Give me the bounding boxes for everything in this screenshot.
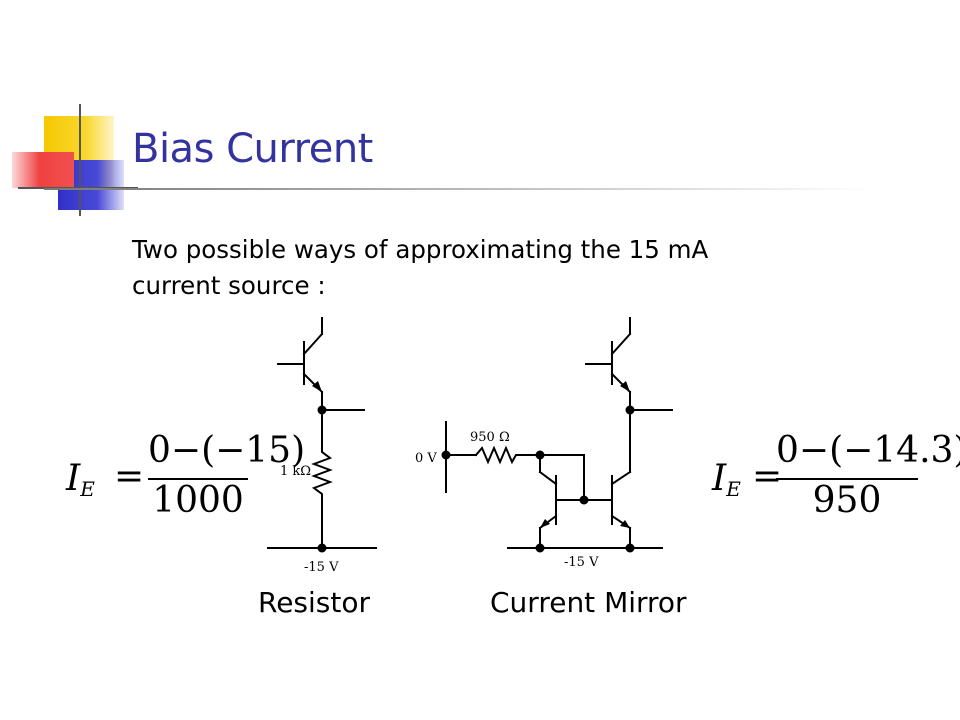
equals-sign: =	[752, 456, 783, 497]
transistor-q3	[610, 470, 632, 549]
resistor-1k	[311, 443, 333, 549]
fraction-bar	[148, 478, 248, 480]
equation-denominator: 1000	[152, 480, 244, 521]
resistor-950	[474, 445, 541, 465]
transistor-q2	[538, 470, 558, 549]
body-line-2: current source :	[132, 271, 326, 300]
equation-lhs: IE	[66, 458, 95, 501]
resistor-circuit	[267, 317, 377, 549]
transistor-top	[585, 317, 632, 473]
deco-red-square	[12, 152, 74, 188]
body-line-1: Two possible ways of approximating the 1…	[132, 235, 709, 264]
fraction-bar	[776, 478, 918, 480]
deco-vertical-line	[79, 104, 81, 216]
equation-denominator: 950	[812, 480, 882, 521]
title-rule	[44, 188, 874, 190]
caption-resistor: Resistor	[258, 586, 370, 619]
transistor-q1	[277, 317, 324, 445]
body-text: Two possible ways of approximating the 1…	[132, 232, 832, 304]
equals-sign: =	[114, 456, 145, 497]
slide-title: Bias Current	[132, 126, 373, 172]
equation-lhs: IE	[712, 458, 741, 501]
caption-current-mirror: Current Mirror	[490, 586, 687, 619]
resistor-label-950: 950 Ω	[470, 430, 510, 445]
supply-label-resistor: -15 V	[304, 560, 339, 575]
supply-label-mirror: -15 V	[564, 555, 599, 570]
input-voltage-label: 0 V	[415, 451, 437, 466]
resistor-label-1k: 1 kΩ	[280, 464, 311, 479]
